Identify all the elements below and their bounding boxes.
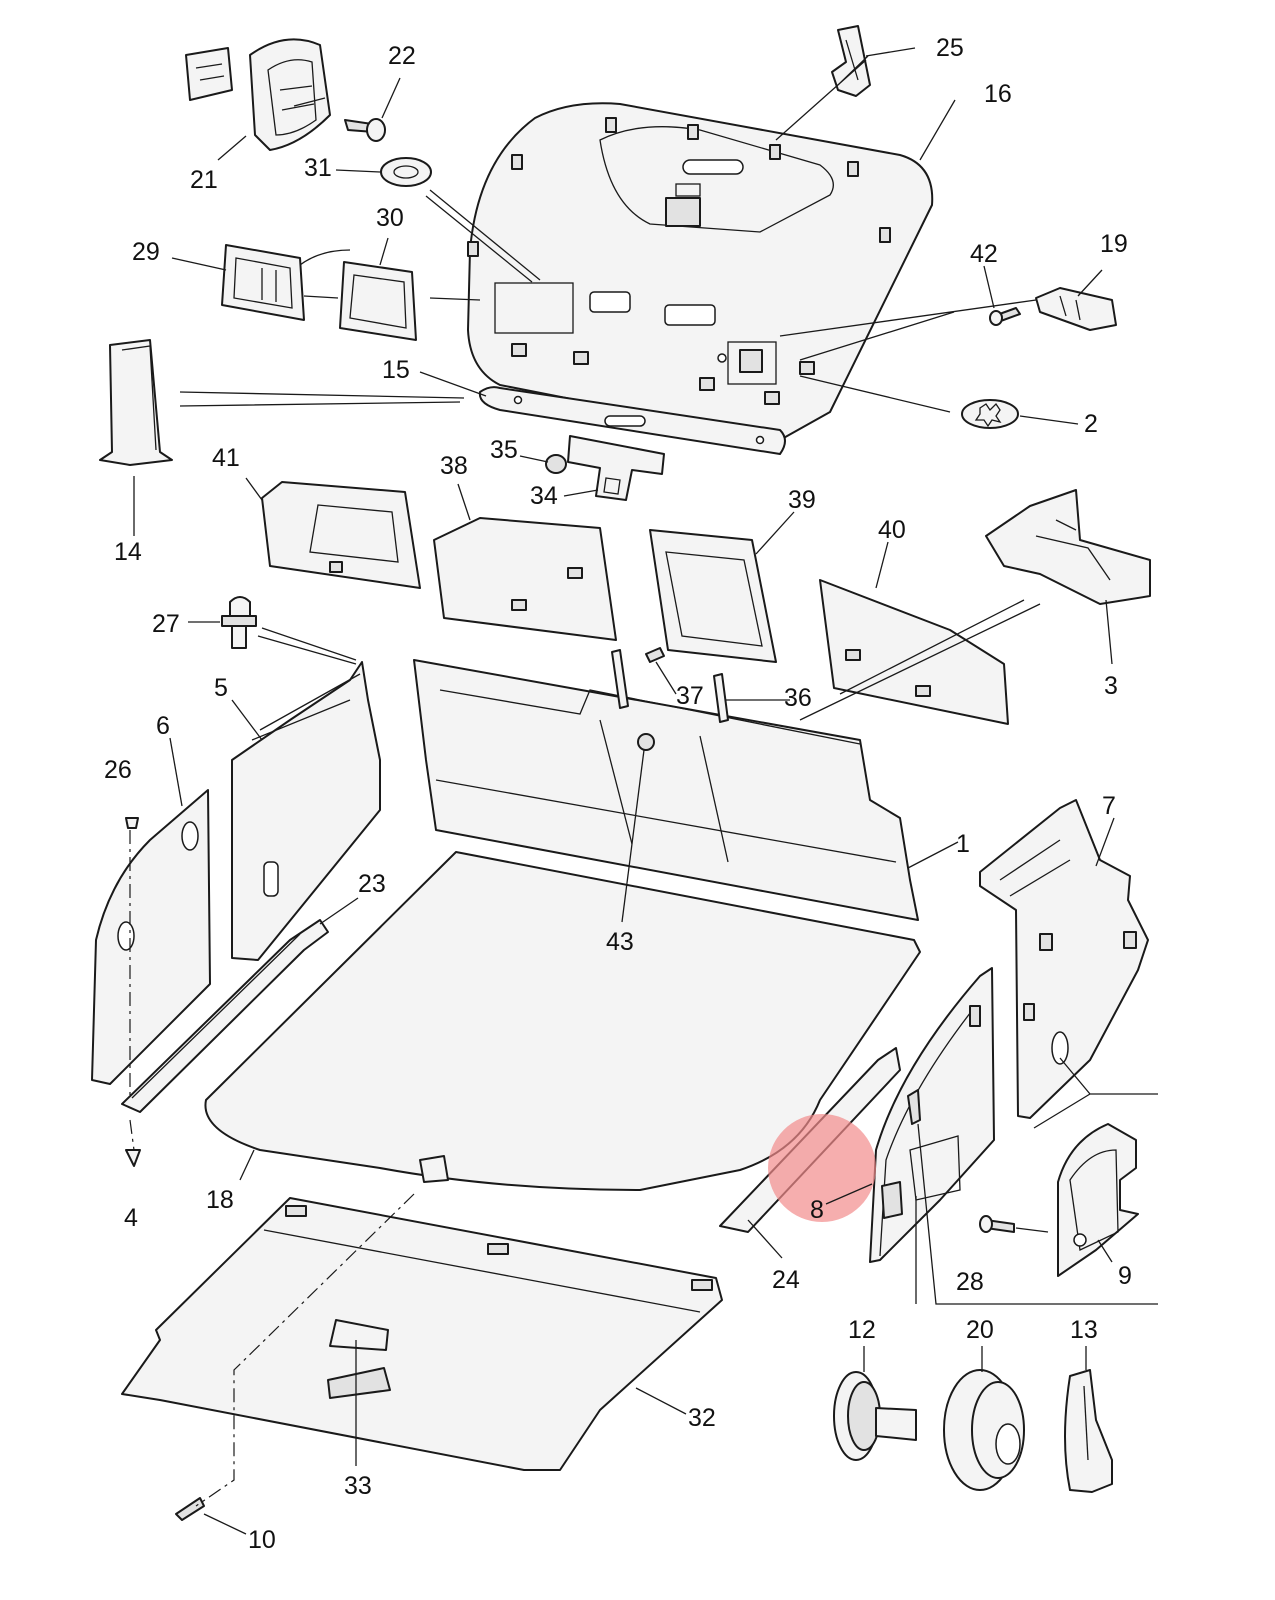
- callout-1: 1: [956, 830, 970, 858]
- part-19-bracket[interactable]: [1035, 287, 1117, 331]
- callout-42: 42: [970, 240, 998, 268]
- part-39-frame[interactable]: [649, 529, 777, 663]
- callout-40: 40: [878, 516, 906, 544]
- part-15-handle-strip[interactable]: [478, 386, 786, 455]
- part-5-side-trim[interactable]: [231, 661, 381, 961]
- part-14-bracket[interactable]: [99, 339, 173, 466]
- callout-30: 30: [376, 204, 404, 232]
- callout-7: 7: [1102, 792, 1116, 820]
- part-23-sill-strip[interactable]: [121, 919, 329, 1113]
- part-32-floor-panel[interactable]: [121, 1197, 723, 1471]
- part-35-nut[interactable]: [545, 454, 567, 474]
- callout-3: 3: [1104, 672, 1118, 700]
- callout-38: 38: [440, 452, 468, 480]
- part-10-screw[interactable]: [175, 1497, 205, 1521]
- callout-18: 18: [206, 1186, 234, 1214]
- callout-24: 24: [772, 1266, 800, 1294]
- part-37-screw[interactable]: [645, 647, 665, 663]
- callout-36: 36: [784, 684, 812, 712]
- callout-32: 32: [688, 1404, 716, 1432]
- callout-25: 25: [936, 34, 964, 62]
- part-7-right-trim[interactable]: [979, 799, 1149, 1119]
- part-20-grommet[interactable]: [943, 1369, 1025, 1491]
- part-9-cap[interactable]: [1057, 1123, 1139, 1277]
- callout-41: 41: [212, 444, 240, 472]
- part-29-switch-panel[interactable]: [221, 244, 351, 321]
- part-25-clip[interactable]: [831, 25, 871, 97]
- callout-5: 5: [214, 674, 228, 702]
- callout-12: 12: [848, 1316, 876, 1344]
- callout-13: 13: [1070, 1316, 1098, 1344]
- callout-39: 39: [788, 486, 816, 514]
- callout-35: 35: [490, 436, 518, 464]
- part-28-screw[interactable]: [979, 1215, 1015, 1233]
- part-31-grommet[interactable]: [380, 157, 432, 187]
- part-34-bracket[interactable]: [567, 435, 665, 501]
- callout-9: 9: [1118, 1262, 1132, 1290]
- callout-34: 34: [530, 482, 558, 510]
- part-40-trim-panel[interactable]: [819, 579, 1009, 725]
- callout-43: 43: [606, 928, 634, 956]
- callout-2: 2: [1084, 410, 1098, 438]
- part-strap-left: [611, 649, 629, 709]
- part-16-tailgate-trim[interactable]: [467, 102, 934, 441]
- callout-37: 37: [676, 682, 704, 710]
- callout-16: 16: [984, 80, 1012, 108]
- callout-26: 26: [104, 756, 132, 784]
- part-1-rear-panel[interactable]: [413, 659, 919, 921]
- callout-33: 33: [344, 1472, 372, 1500]
- callout-4: 4: [124, 1204, 138, 1232]
- callout-8: 8: [810, 1196, 824, 1224]
- callout-23: 23: [358, 870, 386, 898]
- part-21-lamp-housing[interactable]: [185, 38, 331, 151]
- callout-19: 19: [1100, 230, 1128, 258]
- callout-20: 20: [966, 1316, 994, 1344]
- callout-6: 6: [156, 712, 170, 740]
- part-8-right-trim[interactable]: [869, 967, 995, 1263]
- callout-21: 21: [190, 166, 218, 194]
- callout-22: 22: [388, 42, 416, 70]
- part-12-plug[interactable]: [833, 1371, 917, 1461]
- leader-lines: [129, 47, 1158, 1535]
- part-13-clip[interactable]: [1064, 1369, 1113, 1493]
- part-27-stud[interactable]: [221, 596, 257, 649]
- callout-28: 28: [956, 1268, 984, 1296]
- callout-27: 27: [152, 610, 180, 638]
- part-3-latch[interactable]: [985, 489, 1151, 605]
- part-36-strap[interactable]: [713, 673, 729, 723]
- part-41-trim-panel[interactable]: [261, 481, 421, 589]
- callout-10: 10: [248, 1526, 276, 1554]
- part-42-screw[interactable]: [989, 307, 1021, 326]
- part-6-left-panel[interactable]: [91, 789, 211, 1085]
- part-38-trim-panel[interactable]: [433, 517, 617, 641]
- callout-labels: 25 22 16 21 31 30 19 29 42 15 2 35 41 38…: [104, 34, 1132, 1554]
- part-4-pin[interactable]: [125, 1149, 141, 1167]
- part-2-star-washer[interactable]: [961, 399, 1019, 429]
- highlight-marker: [768, 1114, 876, 1222]
- callout-31: 31: [304, 154, 332, 182]
- part-26-pin[interactable]: [125, 817, 139, 829]
- callout-15: 15: [382, 356, 410, 384]
- callout-14: 14: [114, 538, 142, 566]
- callout-29: 29: [132, 238, 160, 266]
- part-30-frame[interactable]: [339, 261, 417, 341]
- part-22-screw[interactable]: [344, 118, 386, 142]
